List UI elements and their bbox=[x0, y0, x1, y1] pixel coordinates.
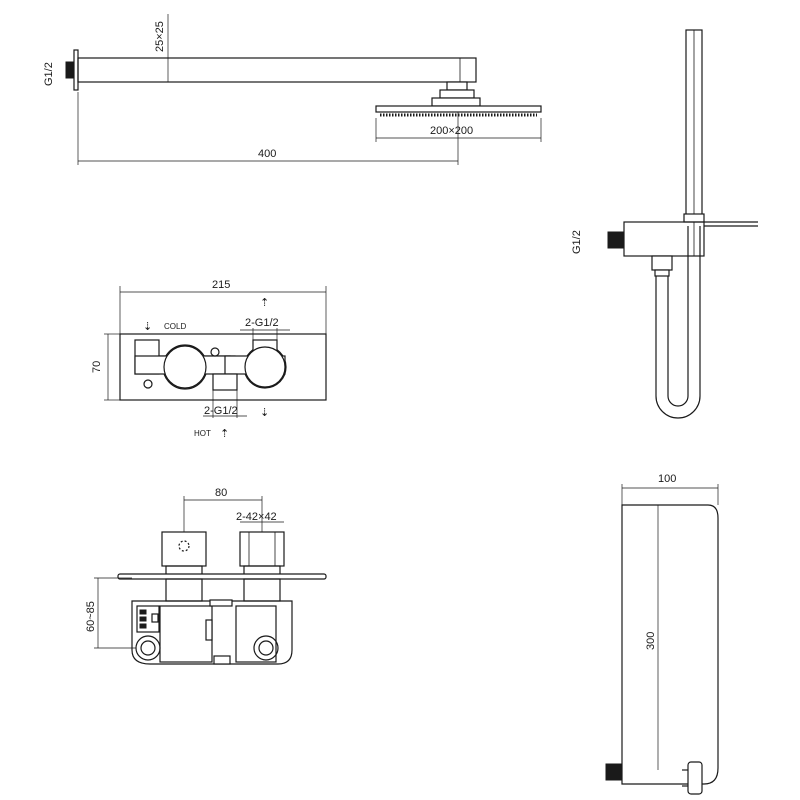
left-knob bbox=[161, 531, 207, 567]
arm-section-label: 25×25 bbox=[154, 21, 166, 52]
down-arrow-cold-icon: ⇣ bbox=[143, 321, 152, 333]
knob-size-label: 2-42×42 bbox=[236, 511, 277, 523]
arm-thread bbox=[65, 61, 75, 79]
arm-length-label: 400 bbox=[258, 148, 276, 160]
valve-front-view: 215 70 2-G1/2 ⇡ 2-G1/2 ⇣ ⇣ COLD HOT ⇡ bbox=[91, 279, 327, 440]
knob-spacing-label: 80 bbox=[215, 487, 227, 499]
valve-side-view: 80 2-42×42 60~85 bbox=[85, 487, 327, 665]
hot-label: HOT bbox=[194, 429, 211, 438]
right-knob bbox=[239, 531, 285, 567]
inlet-right bbox=[253, 635, 279, 661]
rail-thread bbox=[605, 763, 623, 781]
head-swivel bbox=[439, 89, 475, 99]
arm-thread-label: G1/2 bbox=[43, 62, 55, 86]
inlet-left bbox=[135, 635, 161, 661]
valve-height-label: 70 bbox=[91, 361, 103, 373]
cold-label: COLD bbox=[164, 322, 186, 331]
rail-holder bbox=[687, 761, 703, 795]
handheld-thread-label: G1/2 bbox=[571, 230, 583, 254]
rail-body bbox=[621, 504, 719, 785]
plate-edge bbox=[117, 573, 327, 580]
rail-height-label: 300 bbox=[645, 632, 657, 650]
handheld-thread bbox=[607, 231, 625, 249]
up-arrow-outlet-icon: ⇡ bbox=[260, 297, 269, 309]
cover-plate bbox=[119, 333, 327, 401]
hose bbox=[655, 226, 701, 419]
inlet-label: 2-G1/2 bbox=[204, 405, 238, 417]
shower-arm-view: 25×25 G1/2 200×200 400 bbox=[43, 14, 542, 165]
handheld-kit-view: G1/2 bbox=[571, 29, 758, 419]
outlet-elbow bbox=[623, 221, 705, 257]
rain-head bbox=[375, 105, 542, 113]
valve-body bbox=[131, 600, 293, 665]
depth-label: 60~85 bbox=[85, 601, 97, 632]
up-arrow-hot-icon: ⇡ bbox=[220, 428, 229, 440]
down-arrow-outlet-icon: ⇣ bbox=[260, 407, 269, 419]
slide-rail-view: 100 300 bbox=[605, 473, 719, 795]
arm-body bbox=[77, 57, 477, 83]
valve-width-label: 215 bbox=[212, 279, 230, 291]
rail-width-label: 100 bbox=[658, 473, 676, 485]
head-connector bbox=[446, 81, 468, 91]
head-size-label: 200×200 bbox=[430, 125, 473, 137]
outlet-label: 2-G1/2 bbox=[245, 317, 279, 329]
